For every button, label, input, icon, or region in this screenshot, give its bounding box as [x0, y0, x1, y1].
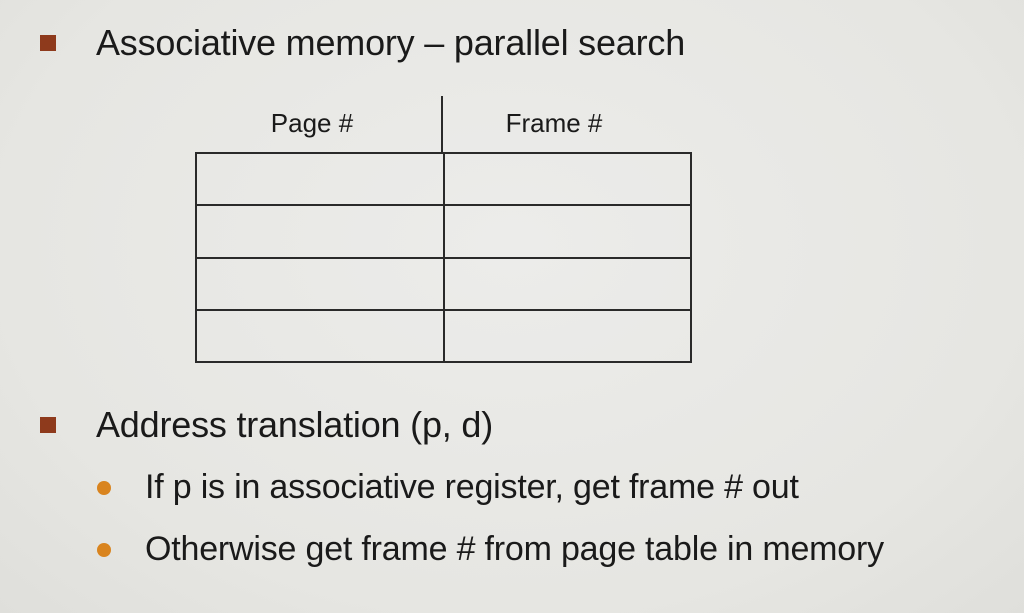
table-row [195, 256, 692, 311]
table-cell-frame [443, 151, 692, 207]
table-row [195, 204, 692, 259]
column-divider [441, 96, 443, 154]
table-cell-page [195, 256, 445, 311]
header-page-number: Page # [270, 108, 354, 138]
bullet-text: Associative memory – parallel search [96, 22, 686, 63]
dot-bullet-icon [97, 480, 111, 495]
header-frame-number: Frame # [505, 108, 603, 138]
square-bullet-icon [40, 35, 56, 51]
sub-bullet-text: Otherwise get frame # from page table in… [145, 530, 884, 568]
dot-bullet-icon [97, 542, 111, 557]
square-bullet-icon [40, 417, 56, 433]
bullet-associative-memory: Associative memory – parallel search [40, 22, 685, 64]
associative-memory-table [195, 151, 692, 364]
table-cell-page [195, 204, 445, 259]
table-cell-frame [443, 308, 692, 364]
table-row [195, 308, 692, 364]
table-cell-frame [443, 256, 692, 311]
sub-bullet-associative-register: If p is in associative register, get fra… [97, 468, 799, 507]
bullet-address-translation: Address translation (p, d) [40, 404, 493, 446]
table-cell-page [195, 151, 445, 207]
table-row [195, 151, 692, 207]
sub-bullet-text: If p is in associative register, get fra… [145, 468, 799, 506]
sub-bullet-page-table: Otherwise get frame # from page table in… [97, 530, 884, 569]
bullet-text: Address translation (p, d) [96, 404, 493, 445]
table-cell-frame [443, 204, 692, 259]
table-cell-page [195, 308, 445, 364]
